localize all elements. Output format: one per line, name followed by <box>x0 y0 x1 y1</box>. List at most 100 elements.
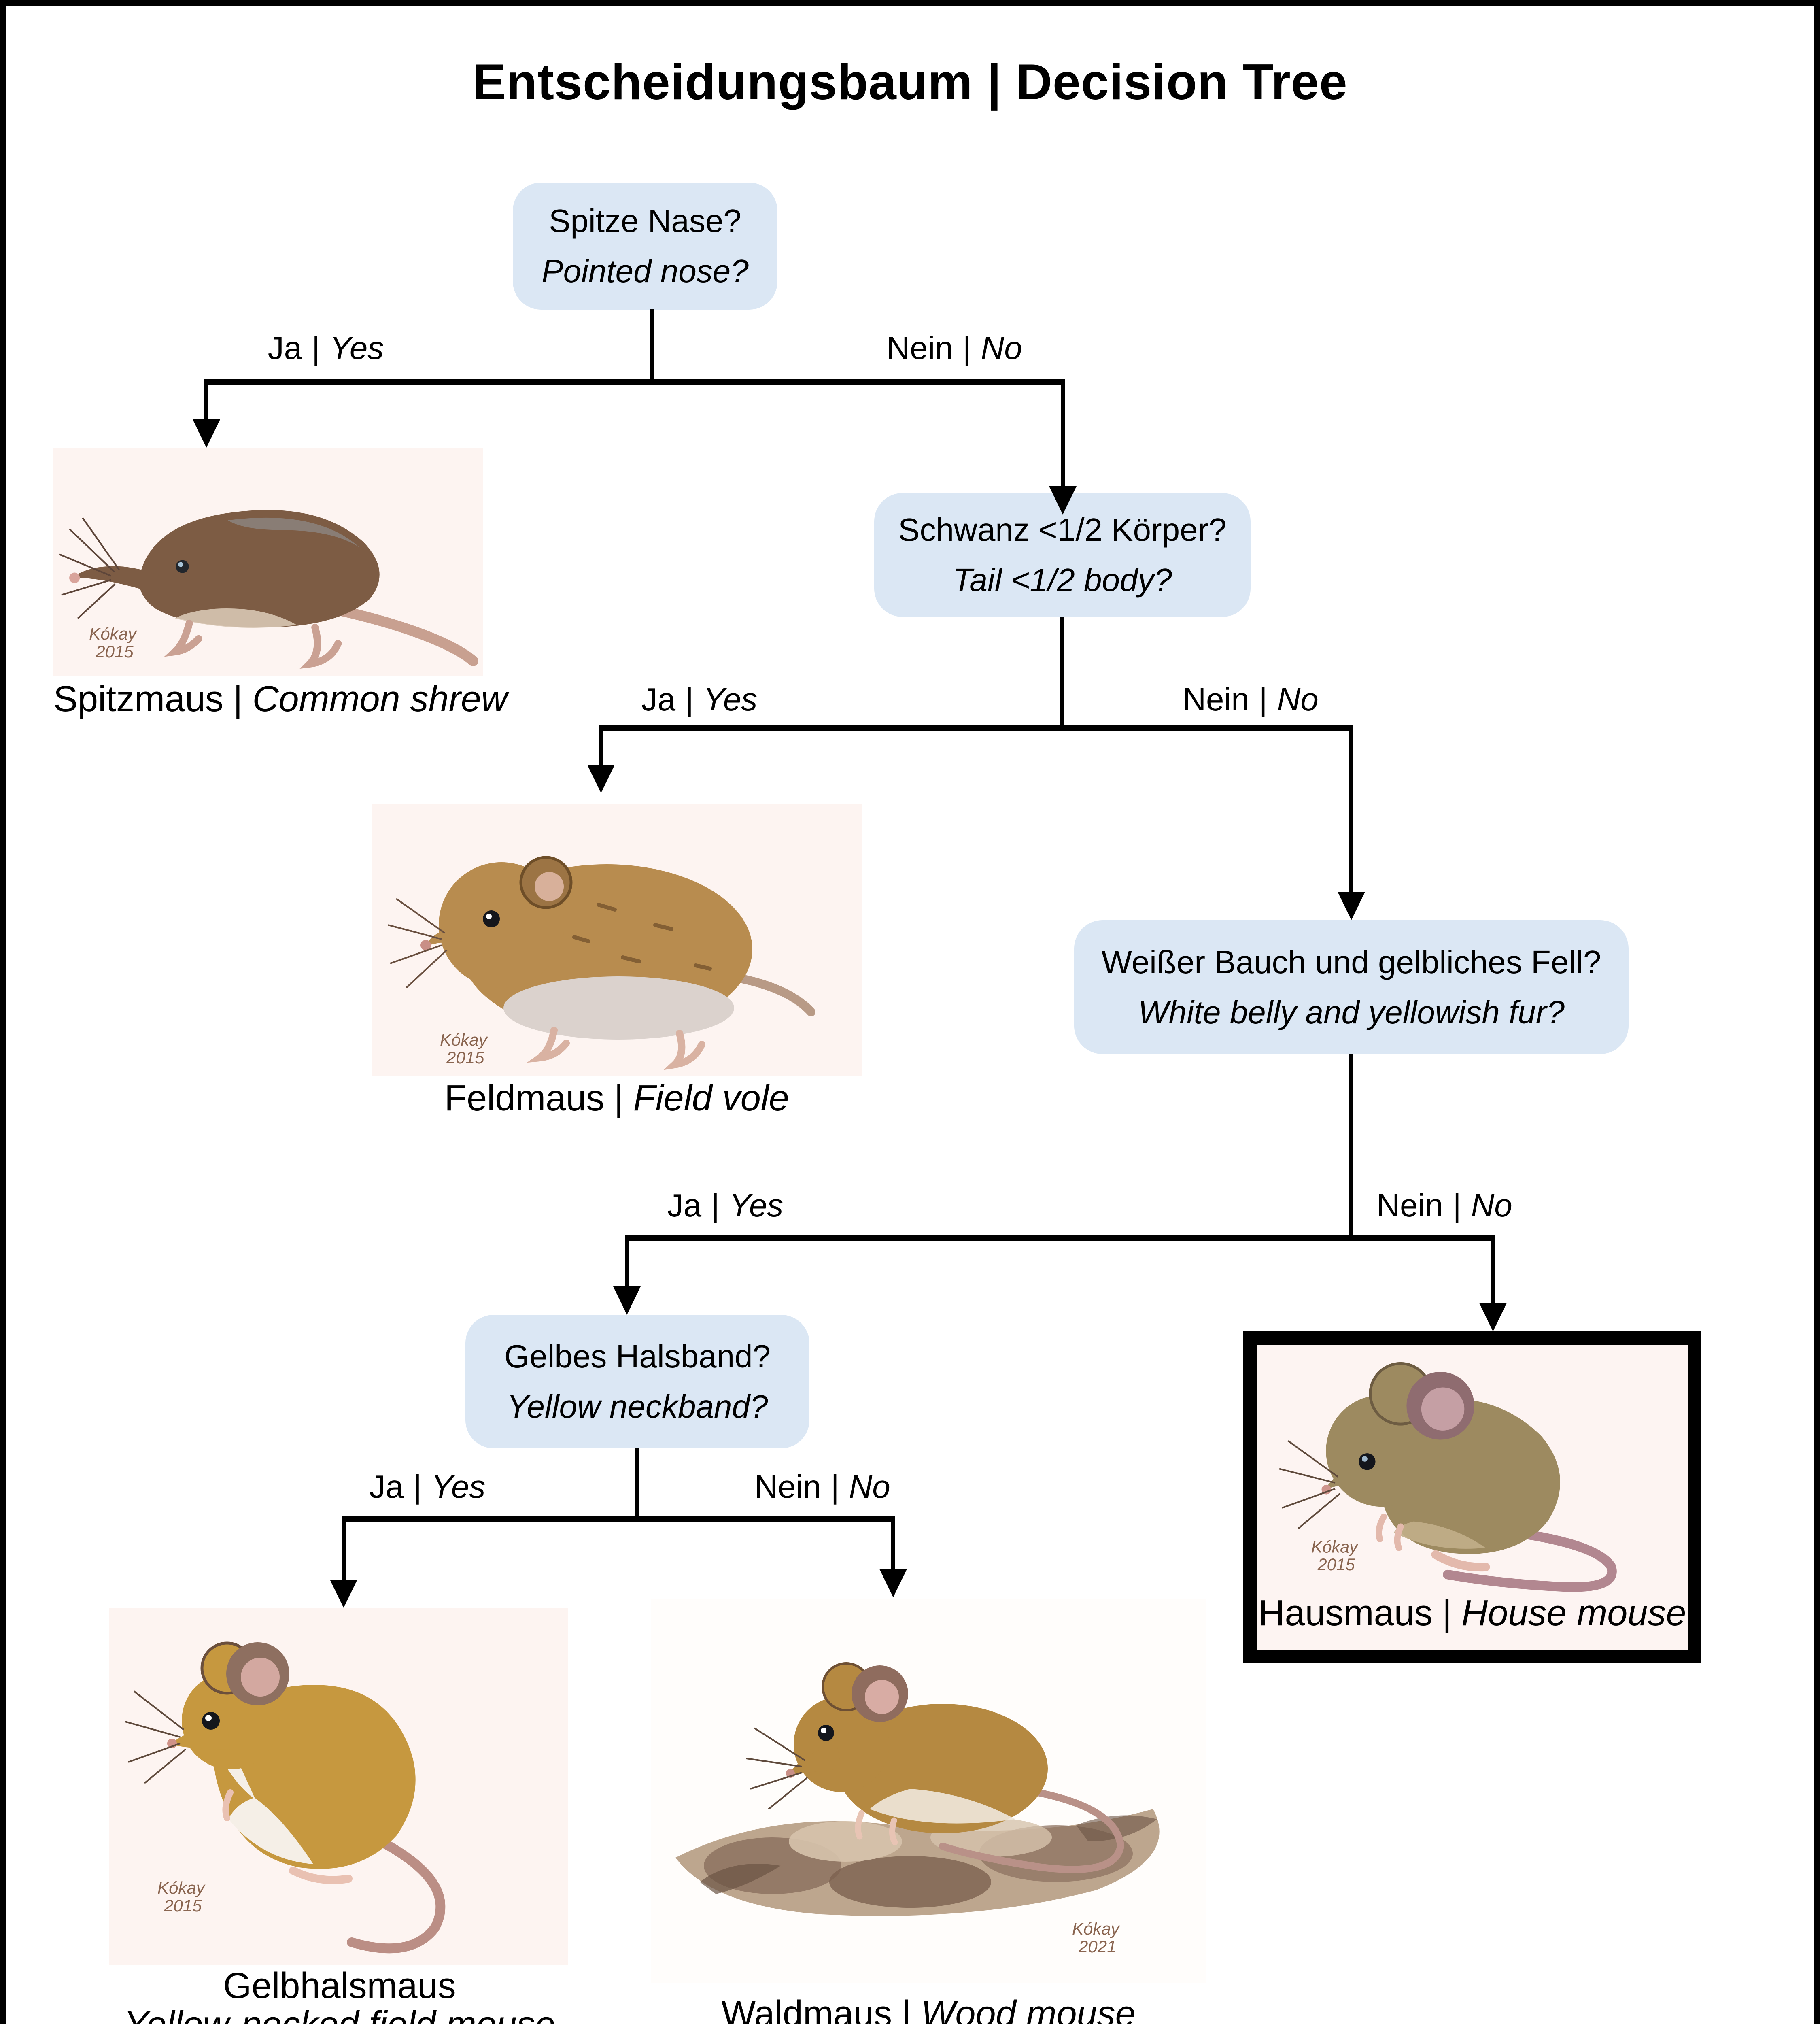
branch-label-q2-yes: Ja|Yes <box>641 681 758 718</box>
caption-separator: | <box>1442 1593 1452 1633</box>
branch-label-q4-no: Nein| No <box>754 1468 890 1505</box>
label-separator: | <box>1259 681 1268 717</box>
label-separator: | <box>312 330 320 366</box>
arrow-to-feldmaus <box>587 765 615 793</box>
label-no-en: No <box>849 1469 890 1505</box>
label-no-de: Nein <box>1376 1187 1443 1223</box>
question-text-de: Weißer Bauch und gelbliches Fell? <box>1101 944 1601 980</box>
branch-label-q3-yes: Ja|Yes <box>667 1187 784 1224</box>
connector-q1-stem <box>650 309 654 382</box>
gelbhalsmaus-caption: Gelbhalsmaus Yellow-necked field mouse <box>79 1967 601 2024</box>
species-name-de: Feldmaus <box>444 1078 605 1118</box>
gelbhalsmaus-illustration: Kókay 2015 <box>125 1641 446 1954</box>
question-text-de: Schwanz <1/2 Körper? <box>898 512 1227 548</box>
question-text-de: Spitze Nase? <box>549 203 741 239</box>
question-node-pointed-nose: Spitze Nase? Pointed nose? <box>513 183 777 310</box>
spitzmaus-caption: Spitzmaus|Common shrew <box>53 678 508 720</box>
spitzmaus-illustration: Kókay 2015 <box>59 510 478 669</box>
label-no-en: No <box>1471 1187 1512 1223</box>
artist-signature-year: 2015 <box>95 642 134 661</box>
label-no-en: No <box>981 330 1022 366</box>
label-separator: | <box>685 681 694 717</box>
question-node-yellow-neckband: Gelbes Halsband? Yellow neckband? <box>465 1315 809 1448</box>
label-separator: | <box>413 1469 422 1505</box>
label-no-de: Nein <box>886 330 953 366</box>
feldmaus-picture: Kókay 2015 <box>372 804 862 1076</box>
label-yes-en: Yes <box>431 1469 486 1505</box>
branch-label-q1-no: Nein| No <box>886 330 1022 367</box>
label-separator: | <box>830 1469 839 1505</box>
species-name-de: Spitzmaus <box>53 679 224 719</box>
species-name-en: House mouse <box>1461 1593 1686 1633</box>
branch-label-q3-no: Nein | No <box>1376 1187 1512 1224</box>
arrow-to-hausmaus <box>1479 1303 1507 1331</box>
hausmaus-picture-highlighted: Kókay 2015 Hausmaus|House mouse <box>1243 1331 1701 1663</box>
whiskers <box>59 517 120 619</box>
species-name-en: Yellow-necked field mouse <box>79 2005 601 2024</box>
label-yes-de: Ja <box>268 330 302 366</box>
label-separator: | <box>711 1187 720 1223</box>
connector-q4-yes <box>342 1516 346 1582</box>
whiskers <box>746 1727 808 1810</box>
page-title: Entscheidungsbaum | Decision Tree <box>472 54 1348 110</box>
connector-q2-bar <box>599 725 1353 731</box>
branch-label-q1-yes: Ja |Yes <box>268 330 384 367</box>
artist-signature-year: 2021 <box>1078 1937 1116 1956</box>
arrow-to-q2 <box>1049 486 1077 515</box>
arrow-to-q3 <box>1338 892 1365 920</box>
question-text-en: Tail <1/2 body? <box>953 562 1172 598</box>
hausmaus-caption: Hausmaus|House mouse <box>1257 1592 1688 1650</box>
label-yes-en: Yes <box>329 330 384 366</box>
artist-signature-year: 2015 <box>446 1048 484 1067</box>
species-name-de: Gelbhalsmaus <box>223 1966 456 2006</box>
whiskers <box>125 1690 187 1784</box>
waldmaus-picture: Kókay 2021 <box>651 1599 1206 1983</box>
species-name-en: Wood mouse <box>921 1994 1136 2024</box>
question-text-de: Gelbes Halsband? <box>504 1338 771 1374</box>
artist-signature: Kókay <box>440 1030 488 1049</box>
caption-separator: | <box>902 1994 911 2024</box>
whiskers <box>388 898 448 989</box>
connector-q4-bar <box>342 1516 895 1522</box>
connector-q3-stem <box>1349 1054 1353 1238</box>
caption-separator: | <box>233 679 243 719</box>
feldmaus-illustration: Kókay 2015 <box>388 856 815 1070</box>
label-no-de: Nein <box>754 1469 821 1505</box>
hausmaus-picture: Kókay 2015 <box>1257 1345 1688 1592</box>
arrow-to-waldmaus <box>879 1569 907 1597</box>
connector-q3-no <box>1491 1235 1495 1305</box>
label-separator: | <box>962 330 971 366</box>
artist-signature: Kókay <box>1072 1919 1121 1938</box>
connector-q1-no <box>1061 379 1065 488</box>
label-no-de: Nein <box>1183 681 1249 717</box>
artist-signature-year: 2015 <box>1317 1555 1355 1574</box>
fur-flecks <box>572 903 712 971</box>
arrow-to-gelbhalsmaus <box>330 1580 357 1608</box>
connector-q3-bar <box>625 1235 1495 1241</box>
gelbhalsmaus-picture: Kókay 2015 <box>109 1608 568 1965</box>
artist-signature: Kókay <box>1311 1537 1359 1556</box>
species-name-en: Common shrew <box>252 679 508 719</box>
arrow-to-q4 <box>613 1286 641 1315</box>
connector-q1-bar <box>206 379 1065 385</box>
label-no-en: No <box>1277 681 1319 717</box>
artist-signature-year: 2015 <box>164 1896 202 1915</box>
waldmaus-illustration: Kókay 2021 <box>675 1662 1160 1956</box>
connector-q2-stem <box>1060 617 1064 728</box>
artist-signature: Kókay <box>89 624 138 643</box>
branch-label-q4-yes: Ja|Yes <box>370 1468 486 1505</box>
question-text-en: Yellow neckband? <box>507 1388 768 1424</box>
connector-q2-yes <box>599 725 603 767</box>
spitzmaus-picture: Kókay 2015 <box>53 448 483 676</box>
whiskers <box>1279 1440 1341 1529</box>
species-name-en: Field vole <box>633 1078 789 1118</box>
species-name-de: Hausmaus <box>1258 1593 1433 1633</box>
artist-signature: Kókay <box>157 1878 206 1897</box>
question-node-white-belly: Weißer Bauch und gelbliches Fell? White … <box>1074 920 1629 1054</box>
hausmaus-illustration: Kókay 2015 <box>1279 1362 1617 1592</box>
caption-separator: | <box>614 1078 624 1118</box>
label-separator: | <box>1453 1187 1461 1223</box>
feldmaus-caption: Feldmaus|Field vole <box>372 1078 862 1119</box>
label-yes-de: Ja <box>641 681 676 717</box>
